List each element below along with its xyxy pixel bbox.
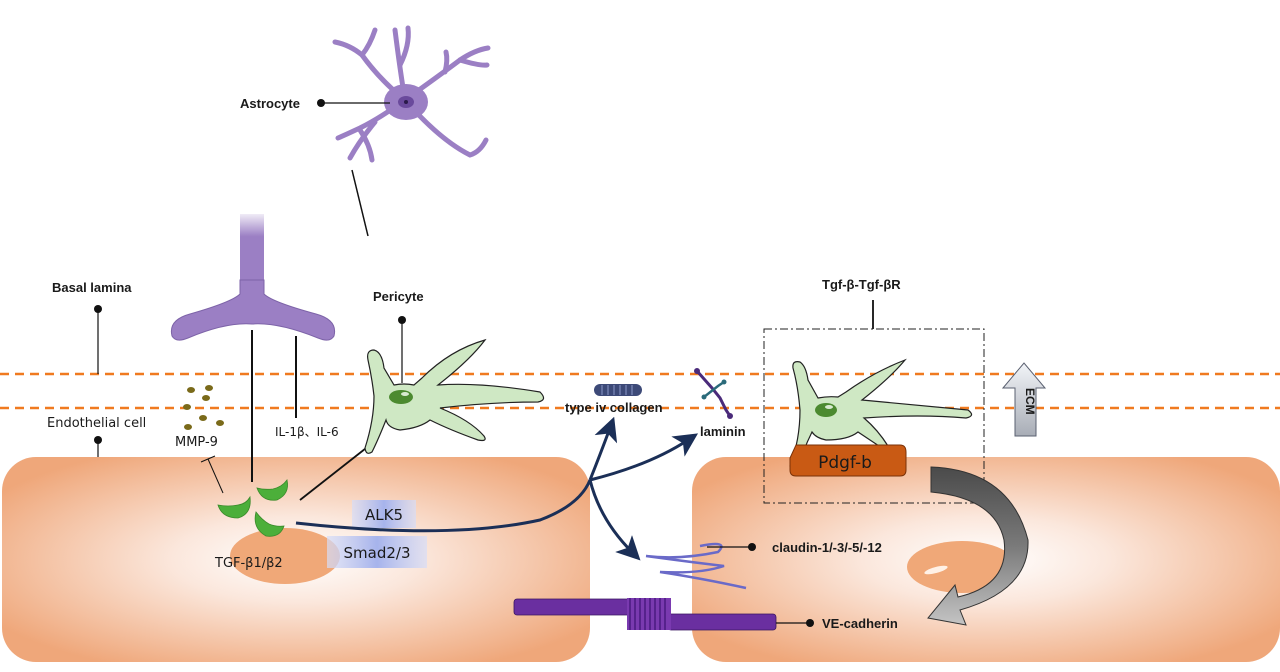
- ve-cadherin-dot: [806, 619, 814, 627]
- nucleus-left: [230, 528, 340, 584]
- laminin-icon: [694, 368, 733, 419]
- pericyte-tgf-line: [299, 444, 371, 501]
- alk5-label: ALK5: [365, 506, 403, 524]
- mmp9-inhibition-line: [207, 458, 224, 494]
- astrocyte-label: Astrocyte: [240, 96, 300, 111]
- ve-cadherin-label: VE-cadherin: [822, 616, 898, 631]
- astrocyte-pointer-line: [351, 169, 369, 237]
- endothelial-cell-right: [692, 457, 1280, 662]
- ecm-label: ECM: [1023, 388, 1037, 415]
- signaling-arrows: [295, 416, 699, 561]
- astrocyte-cell: [332, 25, 491, 163]
- tgf-label: TGF-β1/β2: [214, 556, 283, 571]
- smad-label: Smad2/3: [344, 544, 411, 562]
- endothelial-cell-label: Endothelial cell: [47, 416, 146, 431]
- ecm-arrow: ECM: [1001, 362, 1047, 437]
- curved-arrow-icon: [927, 466, 1029, 626]
- pericyte-label: Pericyte: [373, 289, 424, 304]
- pdgf-b-box: Pdgf-b: [789, 444, 907, 477]
- mmp9-label: MMP-9: [175, 435, 218, 450]
- laminin-label: laminin: [700, 424, 746, 439]
- basal-lamina-membrane: [0, 370, 1280, 412]
- astrocyte-label-dot: [317, 99, 325, 107]
- tgf-beta-proteins: [217, 479, 288, 537]
- pericyte-cell-left: [364, 338, 545, 454]
- pdgf-label: Pdgf-b: [818, 453, 872, 473]
- claudin-dot: [748, 543, 756, 551]
- claudin-label: claudin-1/-3/-5/-12: [772, 540, 882, 555]
- nucleus-right: [907, 541, 1017, 593]
- mmp9-particles: [183, 385, 224, 430]
- alk5-box: ALK5: [352, 500, 416, 528]
- claudin-icon: [645, 542, 747, 590]
- type-iv-collagen-icon: [594, 384, 642, 396]
- collagen-label: type iv collagen: [565, 400, 663, 415]
- astrocyte-endfoot: [170, 214, 336, 341]
- il-label: IL-1β、IL-6: [275, 425, 339, 439]
- tgf-receptor-region: [763, 328, 985, 504]
- tgf-receptor-label: Tgf-β-Tgf-βR: [822, 277, 901, 292]
- endothelial-cell-left: [2, 457, 590, 662]
- smad-box: Smad2/3: [327, 536, 427, 568]
- basal-lamina-label: Basal lamina: [52, 280, 132, 295]
- ve-cadherin-icon: [513, 598, 777, 631]
